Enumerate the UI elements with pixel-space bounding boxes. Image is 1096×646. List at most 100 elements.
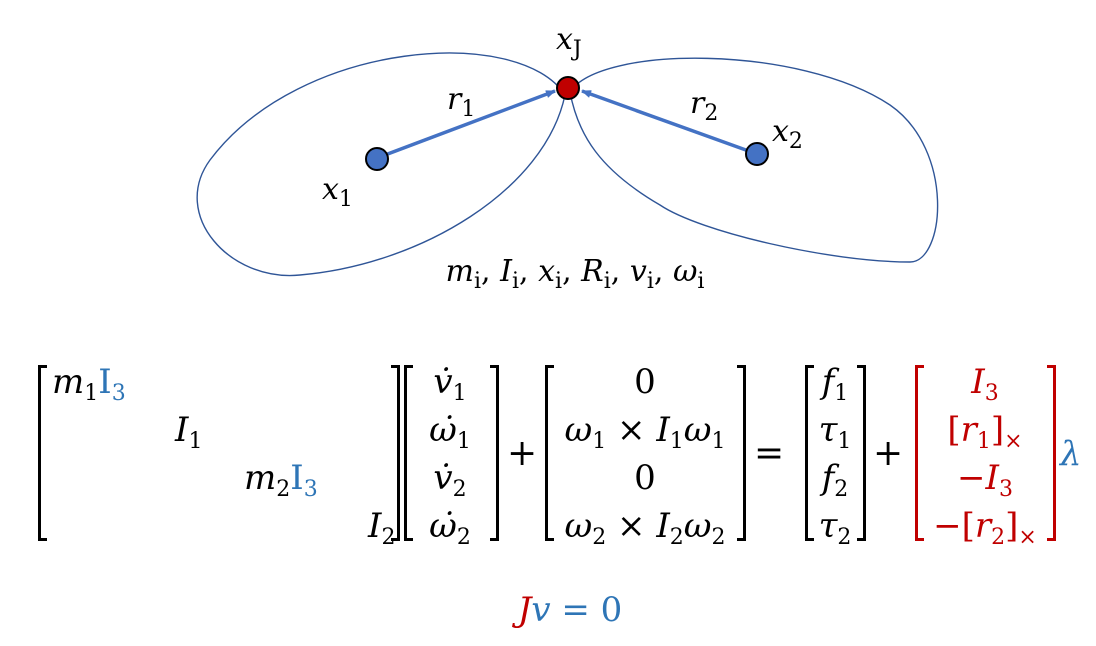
math-symbol: 0 xyxy=(634,458,656,498)
math-symbol: R xyxy=(581,254,604,289)
accel-left-bracket xyxy=(404,365,413,541)
rigid-bodies-diagram xyxy=(196,52,939,277)
jacobian-entry: I3 xyxy=(971,362,998,405)
math-symbol: m xyxy=(244,458,277,498)
label-x2: x2 xyxy=(772,112,803,153)
math-symbol: τ xyxy=(818,410,838,450)
math-symbol: ω xyxy=(564,506,593,546)
force-entry: τ2 xyxy=(818,506,852,549)
math-token: ]× xyxy=(1005,506,1037,549)
math-symbol: ω̇ xyxy=(429,410,457,450)
coriolis-entry: ω1 × I1ω1 xyxy=(564,410,726,453)
force-left-bracket xyxy=(805,365,814,541)
math-symbol: ω xyxy=(683,506,712,546)
math-symbol: −[ xyxy=(933,506,975,546)
math-token: xi xyxy=(538,254,562,293)
math-token: xJ xyxy=(556,22,582,61)
math-token: , xyxy=(481,254,500,289)
force-entry: f2 xyxy=(822,458,849,501)
math-symbol: I xyxy=(500,254,512,289)
plus-sign: + xyxy=(873,433,904,474)
jacobian-left-bracket xyxy=(915,365,924,541)
mass-matrix-entry: I1 xyxy=(175,410,202,453)
math-symbol: ω xyxy=(683,410,712,450)
math-token: , xyxy=(562,254,581,289)
math-subscript: × xyxy=(1018,525,1037,550)
math-token: × xyxy=(606,506,656,546)
math-subscript: 1 xyxy=(834,381,849,406)
math-symbol: x xyxy=(322,172,339,207)
math-subscript: 3 xyxy=(984,381,999,406)
math-symbol: , xyxy=(519,254,539,289)
math-subscript: 1 xyxy=(84,381,99,406)
math-token: r1 xyxy=(447,82,475,121)
math-token: m1 xyxy=(52,362,98,405)
body-1-outline xyxy=(196,52,566,277)
math-token: Ri xyxy=(581,254,611,293)
math-subscript: 1 xyxy=(976,429,991,454)
math-token: I3 xyxy=(971,362,998,405)
math-subscript: 2 xyxy=(452,477,467,502)
math-symbol: − xyxy=(957,458,986,498)
math-symbol: I xyxy=(656,506,670,546)
point-x2 xyxy=(745,142,769,166)
math-token: I1 xyxy=(656,410,683,453)
math-token: ω2 xyxy=(564,506,606,549)
math-symbol: ] xyxy=(990,410,1005,450)
math-token: I3 xyxy=(985,458,1013,501)
math-token: ω̇1 xyxy=(429,410,471,453)
math-symbol: ω̇ xyxy=(429,506,457,546)
coriolis-entry: 0 xyxy=(634,362,656,402)
math-subscript: i xyxy=(697,269,705,294)
math-symbol: I xyxy=(175,410,189,450)
r1-arrow xyxy=(376,89,556,160)
math-token: ω̇2 xyxy=(429,506,471,549)
coriolis-right-bracket xyxy=(737,365,746,541)
math-subscript: 2 xyxy=(456,525,471,550)
math-symbol: I xyxy=(656,410,670,450)
body-2-outline xyxy=(569,57,939,263)
math-token: v̇1 xyxy=(433,362,466,405)
math-symbol: I xyxy=(985,458,999,498)
math-subscript: 1 xyxy=(669,429,684,454)
label-r1: r1 xyxy=(447,80,475,121)
math-symbol: r xyxy=(960,410,977,450)
math-subscript: 2 xyxy=(788,129,803,154)
mass-matrix-entry: m2I3 xyxy=(244,458,318,501)
math-symbol: ω xyxy=(564,410,593,450)
math-symbol: , xyxy=(562,254,582,289)
math-token: f1 xyxy=(821,362,849,405)
math-symbol: r xyxy=(974,506,992,546)
math-symbol: m xyxy=(52,362,85,402)
math-symbol: ω xyxy=(672,254,698,289)
math-token: I3 xyxy=(98,362,125,405)
math-token: ωi xyxy=(672,254,705,293)
point-x1 xyxy=(365,147,389,171)
jacobian-right-bracket xyxy=(1047,365,1056,541)
math-subscript: 3 xyxy=(111,381,126,406)
math-token: x1 xyxy=(322,172,353,211)
force-right-bracket xyxy=(857,365,866,541)
math-token: ω1 xyxy=(564,410,606,453)
math-token: v xyxy=(531,590,550,630)
math-token: ω1 xyxy=(683,410,726,453)
math-subscript: i xyxy=(511,269,520,294)
math-subscript: 1 xyxy=(461,97,476,122)
math-token: τ2 xyxy=(818,506,852,549)
math-subscript: i xyxy=(555,269,563,294)
math-symbol: I xyxy=(971,362,985,402)
math-token: mi xyxy=(446,254,482,293)
math-token: ]× xyxy=(990,410,1023,453)
mass-matrix-left-bracket xyxy=(38,365,47,541)
math-token: I2 xyxy=(656,506,683,549)
math-subscript: 2 xyxy=(704,101,719,126)
force-entry: f1 xyxy=(821,362,849,405)
math-token: 0 xyxy=(634,458,656,498)
body-parameters: mi, Ii, xi, Ri, vi, ωi xyxy=(446,252,705,294)
math-symbol: τ xyxy=(818,506,838,546)
math-symbol: ] xyxy=(1005,506,1019,546)
math-symbol: r xyxy=(690,86,705,121)
math-subscript: 2 xyxy=(834,477,849,502)
math-symbol: f xyxy=(821,362,835,402)
math-token: x2 xyxy=(772,114,803,153)
